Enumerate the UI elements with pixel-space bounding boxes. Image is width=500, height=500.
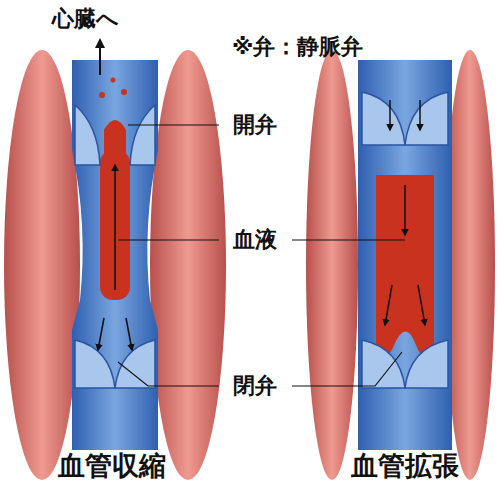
part-label: 閉弁: [233, 373, 277, 399]
caption-label: 血管収縮: [58, 450, 166, 482]
dilated-vessel: [306, 50, 495, 480]
part-label: 開弁: [233, 112, 277, 138]
destination-label: 心臓へ: [52, 6, 119, 32]
note-label: ※弁：静脈弁: [232, 34, 363, 60]
part-label: 血液: [233, 227, 277, 253]
leader-lines: [118, 125, 405, 386]
contracted-vessel: [4, 40, 226, 480]
caption-label: 血管拡張: [351, 450, 459, 482]
